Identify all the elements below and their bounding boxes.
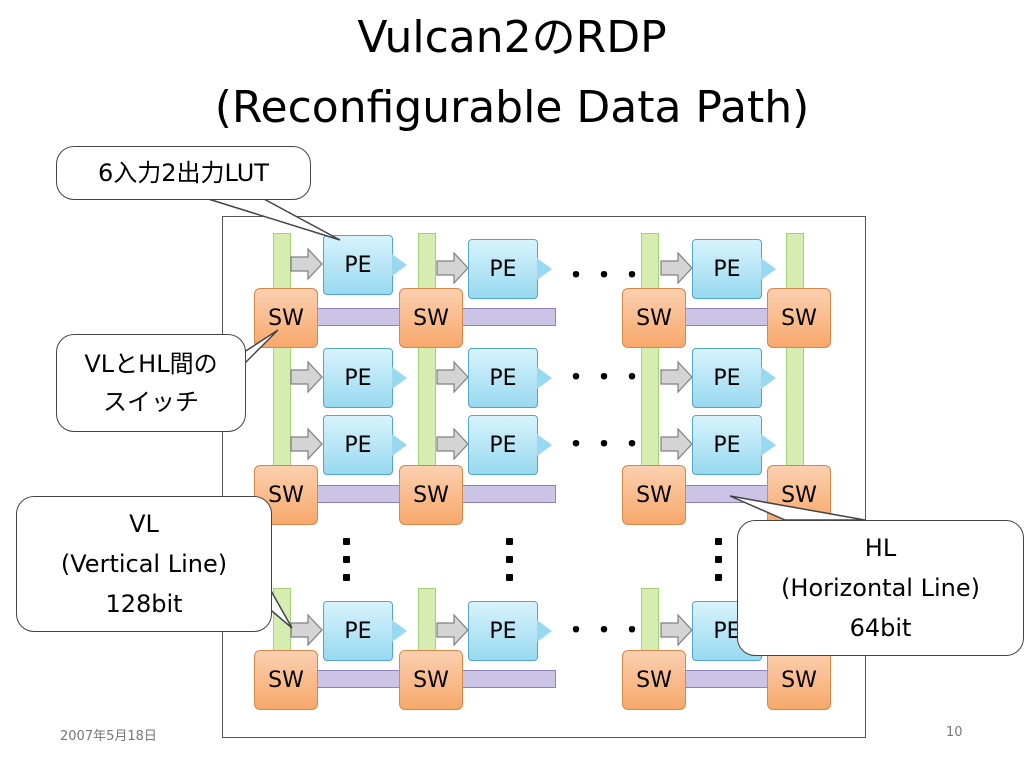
slide-title: Vulcan2のRDP (357, 12, 667, 63)
sw-block: SW (622, 650, 686, 710)
pe-body (468, 601, 538, 661)
sw-block: SW (622, 288, 686, 348)
pe-output-arrow-icon (392, 367, 407, 389)
pe-label: PE (713, 365, 741, 391)
sw-block: SW (622, 465, 686, 525)
hl-callout-line3: 64bit (849, 614, 912, 642)
sw-block: SW (254, 650, 318, 710)
pe-output-arrow-icon (537, 620, 552, 642)
horizontal-ellipsis: ・・・ (563, 430, 648, 460)
pe-label: PE (344, 365, 372, 391)
vertical-ellipsis (343, 538, 351, 586)
ellipsis-dot (343, 538, 350, 545)
slide-subtitle: (Reconfigurable Data Path) (214, 82, 810, 133)
input-arrow-icon (660, 251, 693, 285)
hl-callout-line1: HL (864, 534, 897, 562)
switch-callout-line1: VLとHL間の (84, 350, 218, 378)
pe-output-arrow-icon (392, 254, 407, 276)
pe-output-arrow-icon (761, 367, 776, 389)
sw-block: SW (767, 650, 831, 710)
input-arrow-icon (436, 613, 469, 647)
pe-block: PE (323, 348, 409, 408)
pe-body (468, 415, 538, 475)
horizontal-ellipsis: ・・・ (563, 363, 648, 393)
lut-callout: 6入力2出力LUT (56, 146, 311, 200)
slide-number: 10 (946, 725, 963, 740)
pe-output-arrow-icon (537, 367, 552, 389)
hl-pointer (729, 495, 866, 521)
pe-label: PE (713, 618, 741, 644)
pe-label: PE (344, 432, 372, 458)
pe-body (323, 235, 393, 295)
pe-body (323, 348, 393, 408)
pe-block: PE (468, 348, 554, 408)
pe-label: PE (489, 432, 517, 458)
ellipsis-dot (715, 538, 722, 545)
pe-label: PE (489, 618, 517, 644)
pe-output-arrow-icon (761, 434, 776, 456)
input-arrow-icon (436, 360, 469, 394)
pe-block: PE (323, 601, 409, 661)
input-arrow-icon (290, 360, 323, 394)
lut-pointer (204, 197, 341, 241)
pe-output-arrow-icon (537, 434, 552, 456)
pe-label: PE (489, 365, 517, 391)
pe-block: PE (692, 239, 778, 299)
input-arrow-icon (436, 251, 469, 285)
horizontal-ellipsis: ・・・ (563, 261, 648, 291)
sw-block: SW (767, 288, 831, 348)
pe-body (692, 415, 762, 475)
ellipsis-dot (715, 556, 722, 563)
pe-label: PE (344, 618, 372, 644)
pe-block: PE (323, 415, 409, 475)
pe-label: PE (344, 252, 372, 278)
pe-body (468, 239, 538, 299)
ellipsis-dot (506, 556, 513, 563)
input-arrow-icon (660, 360, 693, 394)
input-arrow-icon (290, 247, 323, 281)
pe-body (692, 348, 762, 408)
input-arrow-icon (660, 613, 693, 647)
ellipsis-dot (715, 574, 722, 581)
hl-callout: HL (Horizontal Line) 64bit (737, 520, 1024, 656)
ellipsis-dot (343, 556, 350, 563)
vertical-ellipsis (715, 538, 723, 586)
pe-output-arrow-icon (392, 620, 407, 642)
sw-block: SW (399, 650, 463, 710)
slide-date: 2007年5月18日 (60, 729, 157, 744)
hl-callout-line2: (Horizontal Line) (781, 574, 980, 602)
input-arrow-icon (290, 613, 323, 647)
pe-output-arrow-icon (537, 258, 552, 280)
pe-block: PE (468, 239, 554, 299)
pe-block: PE (468, 601, 554, 661)
sw-block: SW (399, 288, 463, 348)
pe-label: PE (713, 256, 741, 282)
pe-label: PE (713, 432, 741, 458)
pe-output-arrow-icon (392, 434, 407, 456)
pe-block: PE (692, 348, 778, 408)
ellipsis-dot (506, 538, 513, 545)
sw-block: SW (399, 465, 463, 525)
input-arrow-icon (660, 427, 693, 461)
vl-callout-line3: 128bit (105, 590, 183, 618)
lut-callout-text: 6入力2出力LUT (98, 159, 269, 187)
input-arrow-icon (290, 427, 323, 461)
switch-callout-line2: スイッチ (103, 388, 199, 416)
pe-label: PE (489, 256, 517, 282)
pe-body (468, 348, 538, 408)
switch-callout: VLとHL間の スイッチ (56, 334, 246, 432)
ellipsis-dot (506, 574, 513, 581)
ellipsis-dot (343, 574, 350, 581)
pe-output-arrow-icon (761, 258, 776, 280)
pe-block: PE (692, 415, 778, 475)
vertical-ellipsis (506, 538, 514, 586)
input-arrow-icon (436, 427, 469, 461)
vl-callout-line1: VL (129, 510, 159, 538)
pe-block: PE (468, 415, 554, 475)
pe-block: PE (323, 235, 409, 295)
vl-callout: VL (Vertical Line) 128bit (16, 496, 272, 632)
horizontal-ellipsis: ・・・ (563, 616, 648, 646)
vl-callout-line2: (Vertical Line) (60, 550, 228, 578)
